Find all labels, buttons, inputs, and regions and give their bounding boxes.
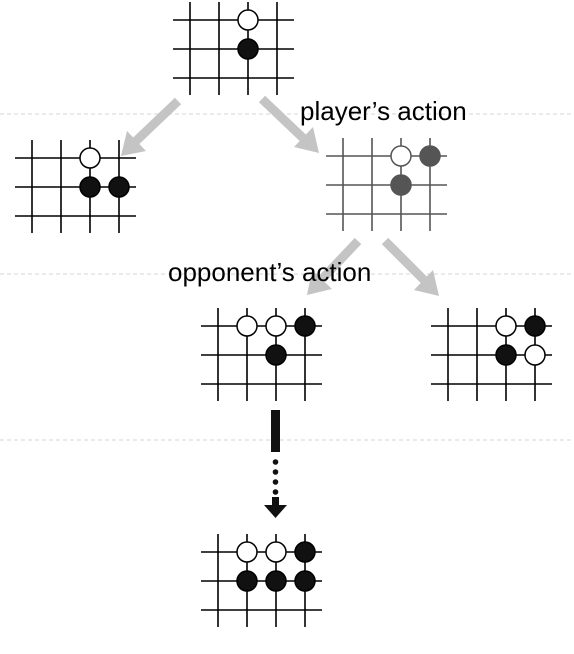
arrow-shaft [381,237,428,284]
white-stone [237,9,259,31]
arrow-root-to-left [121,97,182,156]
arrow-head [121,131,146,156]
white-stone [495,315,517,337]
arrow-dot [272,469,279,475]
branch-arrows [121,95,439,296]
arrow-shaft [258,95,307,142]
arrow-player-to-opponent-right [381,237,439,296]
board-left-child [15,140,136,233]
white-stone [524,344,546,366]
board-root [173,2,294,95]
arrow-dot [272,489,279,495]
white-stone [265,315,287,337]
arrow-dot [272,459,279,465]
arrow-head [294,127,319,153]
black-stone [108,176,130,198]
arrow-shaft [318,237,362,283]
black-stone [294,315,316,337]
arrow-stem [272,497,279,505]
white-stone [265,541,287,563]
white-stone [236,315,258,337]
board-opponent-left [201,308,322,401]
player-action-label: player’s action [300,96,467,126]
white-stone [236,541,258,563]
black-stone [265,344,287,366]
arrow-root-to-player [258,95,319,153]
sequence-arrow [264,410,287,518]
black-stone [390,174,412,196]
black-stone [79,176,101,198]
black-stone [294,570,316,592]
black-stone [265,570,287,592]
black-stone [294,541,316,563]
board-player-choice [326,138,447,231]
arrow-shaft [132,97,182,145]
white-stone [79,147,101,169]
arrow-bar [271,410,280,452]
black-stone [236,570,258,592]
board-grid [173,2,294,95]
black-stone [419,145,441,167]
black-stone [524,315,546,337]
black-stone [495,344,517,366]
arrow-player-to-opponent-left [307,237,362,295]
arrow-head [264,505,287,518]
opponent-action-label: opponent’s action [168,257,371,287]
arrow-head [414,270,439,296]
board-opponent-right [431,308,552,401]
black-stone [237,38,259,60]
white-stone [390,145,412,167]
level-separators [0,113,574,441]
board-final [201,534,322,627]
arrow-dot [272,479,279,485]
arrow-head [307,270,332,295]
